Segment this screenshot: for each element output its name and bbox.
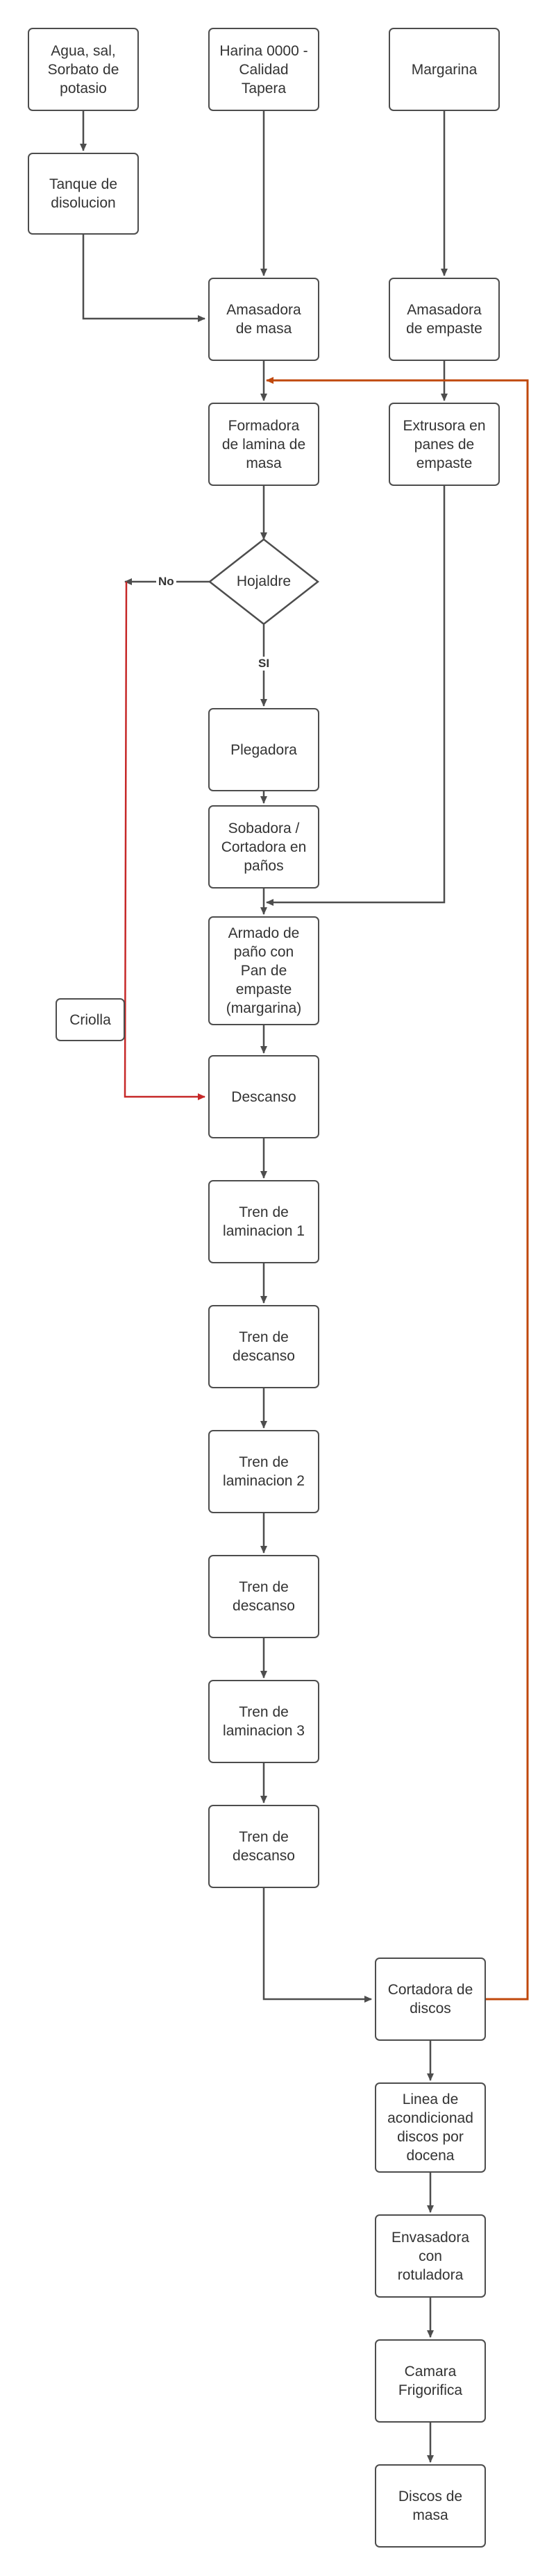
node-plegadora: Plegadora bbox=[208, 708, 319, 791]
node-tren-desc-1: Tren de descanso bbox=[208, 1305, 319, 1388]
node-tren-desc-3: Tren de descanso bbox=[208, 1805, 319, 1888]
node-criolla: Criolla bbox=[56, 998, 125, 1041]
node-amasadora-empaste: Amasadora de empaste bbox=[389, 278, 500, 361]
node-tanque: Tanque de disolucion bbox=[28, 153, 139, 235]
node-discos: Discos de masa bbox=[375, 2464, 486, 2548]
node-cortadora: Cortadora de discos bbox=[375, 1958, 486, 2041]
node-formadora: Formadora de lamina de masa bbox=[208, 403, 319, 486]
node-sobadora: Sobadora / Cortadora en paños bbox=[208, 805, 319, 889]
edge-no-descanso-red bbox=[124, 581, 205, 1100]
node-linea: Linea de acondicionad discos por docena bbox=[375, 2082, 486, 2173]
edge-label-no: No bbox=[156, 575, 176, 589]
node-tren-lam-1: Tren de laminacion 1 bbox=[208, 1180, 319, 1263]
edge-tanque-amasadora-masa bbox=[82, 235, 205, 322]
node-harina: Harina 0000 - Calidad Tapera bbox=[208, 28, 319, 111]
hojaldre-decision-diamond bbox=[208, 538, 320, 625]
node-camara: Camara Frigorifica bbox=[375, 2339, 486, 2423]
node-ingredientes: Agua, sal, Sorbato de potasio bbox=[28, 28, 139, 111]
node-tren-lam-3: Tren de laminacion 3 bbox=[208, 1680, 319, 1763]
node-amasadora-masa: Amasadora de masa bbox=[208, 278, 319, 361]
edge-tren-desc-3-cortadora bbox=[262, 1888, 372, 2003]
node-margarina: Margarina bbox=[389, 28, 500, 111]
node-armado: Armado de paño con Pan de empaste (marga… bbox=[208, 916, 319, 1025]
node-hojaldre-label: Hojaldre bbox=[236, 573, 292, 589]
node-descanso: Descanso bbox=[208, 1055, 319, 1138]
node-tren-desc-2: Tren de descanso bbox=[208, 1555, 319, 1638]
edge-label-si: SI bbox=[256, 657, 272, 671]
edge-cortadora-loop-orange bbox=[266, 377, 529, 2001]
node-tren-lam-2: Tren de laminacion 2 bbox=[208, 1430, 319, 1513]
node-envasadora: Envasadora con rotuladora bbox=[375, 2214, 486, 2298]
edge-extrusora-armado bbox=[266, 486, 446, 906]
node-extrusora: Extrusora en panes de empaste bbox=[389, 403, 500, 486]
